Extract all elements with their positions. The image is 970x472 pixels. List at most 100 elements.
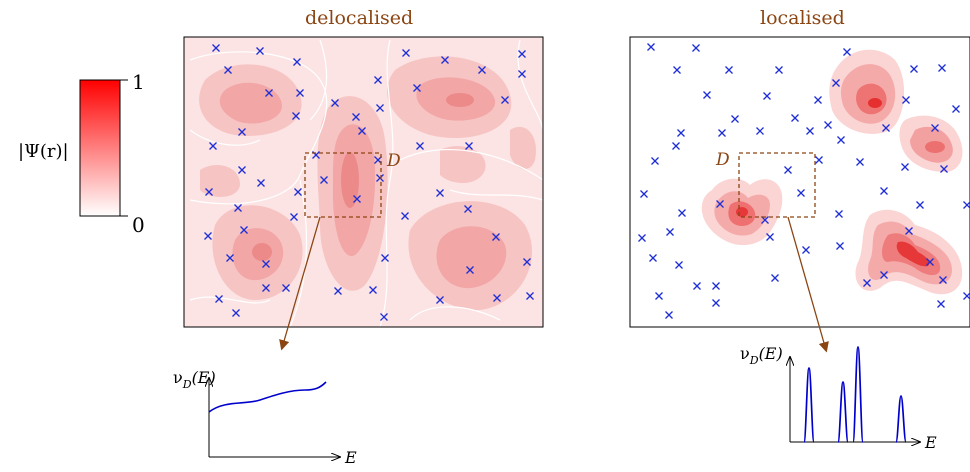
impurity-cross — [293, 58, 301, 66]
impurity-cross — [262, 284, 270, 292]
impurity-cross — [814, 96, 822, 104]
impurity-cross — [238, 166, 246, 174]
delocalised-dos-plot: νD(E) E — [173, 368, 357, 467]
localised-frame — [629, 36, 970, 328]
impurity-cross — [647, 43, 655, 51]
impurity-cross — [837, 136, 845, 144]
delocalised-title: delocalised — [305, 7, 413, 29]
impurity-cross — [493, 294, 501, 302]
impurity-cross — [763, 92, 771, 100]
localised-dos-plot: νD(E) E — [740, 344, 937, 452]
impurity-cross — [797, 189, 805, 197]
impurity-cross — [380, 313, 388, 321]
impurity-cross — [655, 292, 663, 300]
dos-peak-4 — [895, 395, 907, 443]
impurity-cross — [725, 66, 733, 74]
impurity-cross — [294, 188, 302, 196]
localised-dos-ylabel: νD(E) — [740, 344, 783, 367]
impurity-cross — [369, 286, 377, 294]
impurity-cross — [292, 112, 300, 120]
impurity-cross — [320, 176, 328, 184]
impurity-cross — [215, 295, 223, 303]
colorbar: 1 0 |Ψ(r)| — [18, 70, 145, 237]
impurity-cross — [464, 205, 472, 213]
impurity-cross — [224, 66, 232, 74]
localised-region-label: D — [715, 150, 730, 170]
impurity-cross — [815, 156, 823, 164]
impurity-cross — [905, 227, 913, 235]
impurity-cross — [358, 127, 366, 135]
delocalised-impurities — [204, 44, 534, 321]
impurity-cross — [416, 142, 424, 150]
impurity-cross — [939, 276, 947, 284]
localised-state-4 — [701, 178, 783, 246]
impurity-cross — [232, 309, 240, 317]
localised-impurities — [638, 43, 970, 319]
impurity-cross — [376, 104, 384, 112]
impurity-cross — [678, 209, 686, 217]
impurity-cross — [352, 113, 360, 121]
impurity-cross — [824, 121, 832, 129]
impurity-cross — [843, 48, 851, 56]
impurity-cross — [523, 258, 531, 266]
impurity-cross — [766, 233, 774, 241]
impurity-cross — [478, 66, 486, 74]
impurity-cross — [901, 163, 909, 171]
impurity-cross — [712, 299, 720, 307]
delocalised-frame — [183, 36, 544, 328]
impurity-cross — [791, 114, 799, 122]
impurity-cross — [376, 174, 384, 182]
impurity-cross — [677, 129, 685, 137]
impurity-cross — [212, 44, 220, 52]
dos-peak-2 — [837, 381, 849, 443]
delocalised-dos-ylabel: νD(E) — [173, 368, 216, 391]
localised-dos-xlabel: E — [924, 433, 937, 452]
impurity-cross — [938, 64, 946, 72]
impurity-cross — [832, 79, 840, 87]
impurity-cross — [882, 124, 890, 132]
colorbar-min-label: 0 — [132, 213, 145, 237]
impurity-cross — [374, 156, 382, 164]
node-lines — [189, 39, 543, 327]
impurity-cross — [712, 282, 720, 290]
impurity-cross — [692, 44, 700, 52]
impurity-cross — [640, 190, 648, 198]
localised-state-1 — [829, 49, 905, 134]
impurity-cross — [716, 200, 724, 208]
impurity-cross — [902, 96, 910, 104]
impurity-cross — [802, 246, 810, 254]
impurity-cross — [926, 258, 934, 266]
impurity-cross — [226, 254, 234, 262]
impurity-cross — [441, 56, 449, 64]
impurity-cross — [963, 292, 970, 300]
impurity-cross — [290, 213, 298, 221]
impurity-cross — [756, 127, 764, 135]
impurity-cross — [401, 212, 409, 220]
colorbar-gradient — [79, 79, 121, 217]
impurity-cross — [265, 89, 273, 97]
impurity-cross — [466, 266, 474, 274]
impurity-cross — [436, 189, 444, 197]
impurity-cross — [518, 70, 526, 78]
dos-peak-3 — [852, 346, 864, 443]
impurity-cross — [963, 201, 970, 209]
delocalised-dos-xlabel: E — [344, 448, 357, 467]
impurity-cross — [673, 66, 681, 74]
colorbar-label: |Ψ(r)| — [18, 141, 69, 162]
impurity-cross — [675, 261, 683, 269]
delocalised-wavefunction — [189, 39, 543, 327]
impurity-cross — [526, 292, 534, 300]
impurity-cross — [761, 216, 769, 224]
impurity-cross — [836, 242, 844, 250]
impurity-cross — [910, 65, 918, 73]
impurity-cross — [234, 204, 242, 212]
impurity-cross — [880, 271, 888, 279]
impurity-cross — [784, 166, 792, 174]
delocalised-panel: D — [183, 36, 544, 351]
localised-region-box — [738, 152, 816, 218]
impurity-cross — [436, 296, 444, 304]
impurity-cross — [666, 228, 674, 236]
impurity-cross — [952, 105, 960, 113]
impurity-cross — [718, 129, 726, 137]
